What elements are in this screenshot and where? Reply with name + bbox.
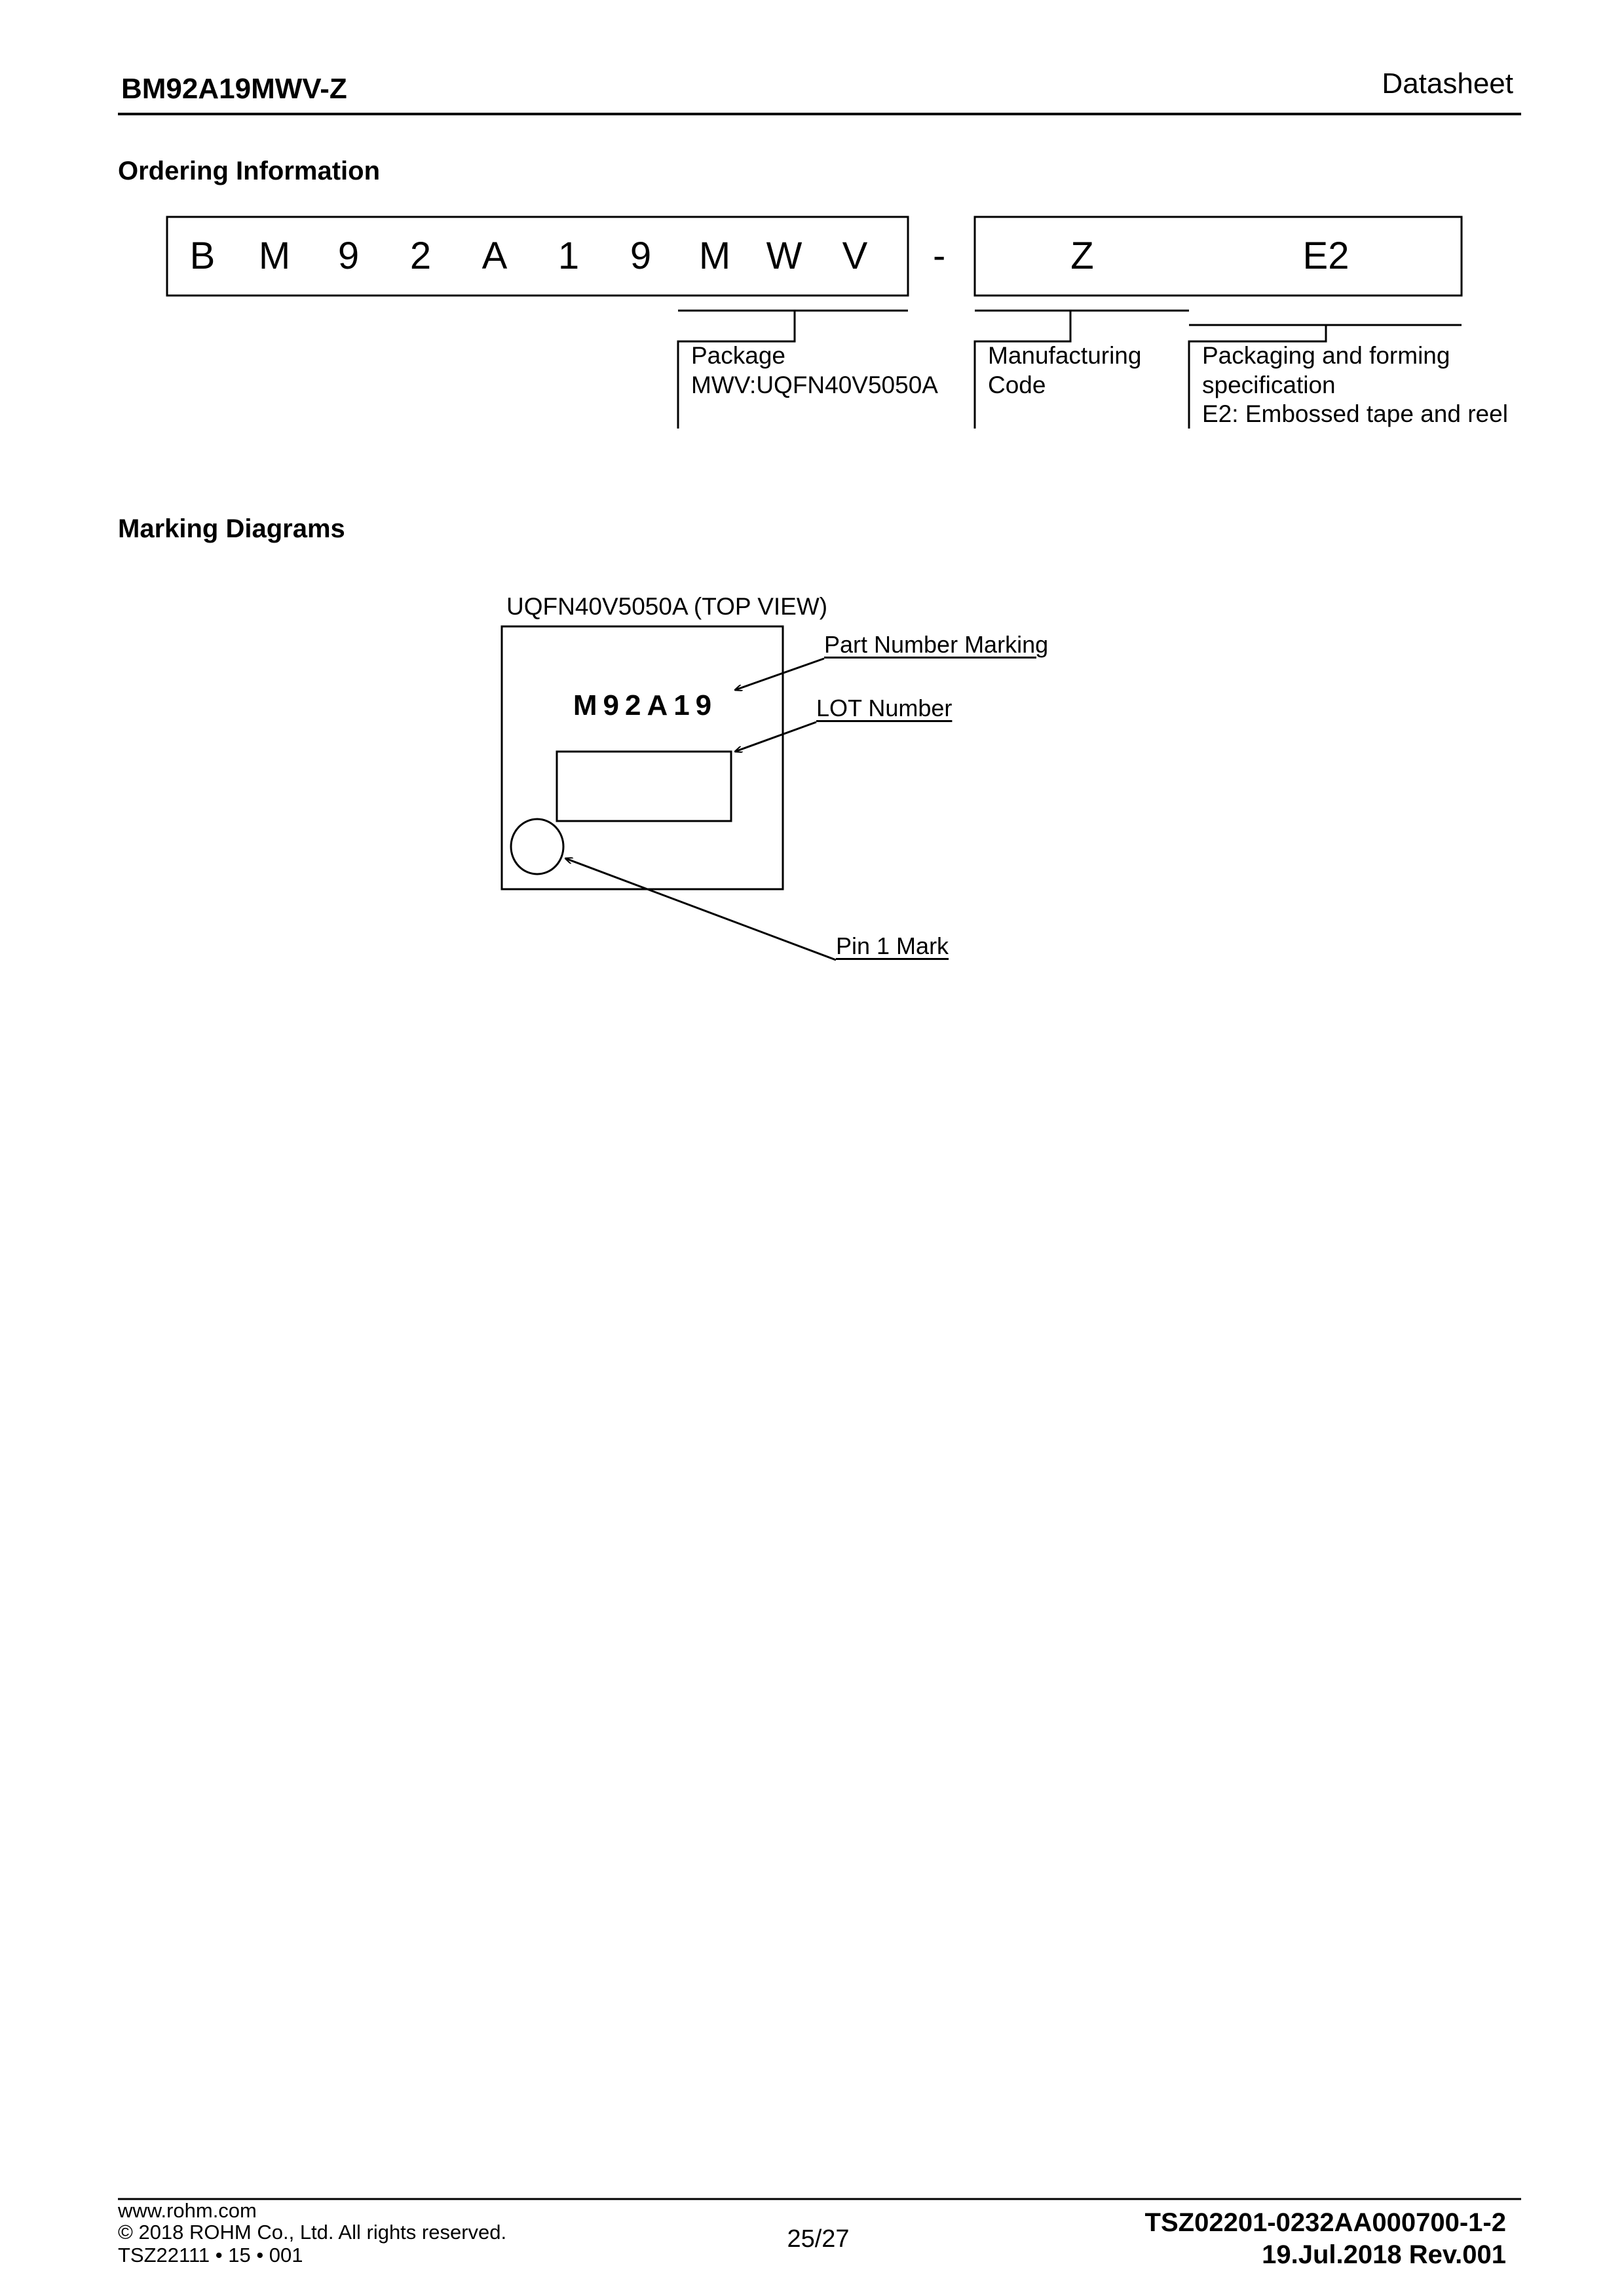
package-view-label: UQFN40V5050A (TOP VIEW) xyxy=(506,593,828,620)
part-char: W xyxy=(766,235,803,277)
package-outline xyxy=(500,625,784,890)
part-number-marking-label: Part Number Marking xyxy=(824,631,1049,658)
part-char: V xyxy=(842,235,868,277)
part-char: M xyxy=(698,235,731,277)
suffix-box xyxy=(973,216,1463,297)
part-char: 9 xyxy=(337,235,360,277)
doc-number: TSZ02201-0232AA000700-1-2 xyxy=(1144,2208,1506,2237)
part-char: M xyxy=(258,235,291,277)
part-dash: - xyxy=(933,235,946,277)
manufacturing-label: Manufacturing xyxy=(988,342,1142,369)
pin1-mark-circle xyxy=(510,818,565,875)
packaging-label-2: specification xyxy=(1202,372,1336,398)
packaging-e2: E2: Embossed tape and reel xyxy=(1202,400,1508,427)
pin1-mark-label: Pin 1 Mark xyxy=(836,932,949,959)
part-char: B xyxy=(189,235,216,277)
manufacturing-bracket xyxy=(973,309,1189,429)
page-number: 25/27 xyxy=(787,2225,850,2253)
footer-website: www.rohm.com xyxy=(118,2199,257,2222)
footer-copyright: © 2018 ROHM Co., Ltd. All rights reserve… xyxy=(118,2221,507,2244)
lot-number-area xyxy=(556,750,732,822)
pin1-arrow xyxy=(565,858,837,961)
package-label: Package xyxy=(691,342,785,369)
part-char: 9 xyxy=(630,235,652,277)
footer-form-code: TSZ22111 • 15 • 001 xyxy=(118,2244,303,2267)
package-value: MWV:UQFN40V5050A xyxy=(691,372,938,398)
part-marking-text: M92A19 xyxy=(573,689,718,721)
part-number-box xyxy=(166,216,909,297)
suffix-char: Z xyxy=(1070,235,1094,277)
header-part-number: BM92A19MWV-Z xyxy=(121,73,347,105)
part-number-arrow xyxy=(735,657,825,690)
part-char: 1 xyxy=(557,235,580,277)
packaging-bracket xyxy=(1188,324,1462,429)
part-char: A xyxy=(482,235,508,277)
revision: 19.Jul.2018 Rev.001 xyxy=(1262,2240,1506,2269)
header-doc-type: Datasheet xyxy=(1382,67,1513,100)
lot-number-arrow xyxy=(735,721,817,752)
part-char: 2 xyxy=(409,235,432,277)
packaging-label: Packaging and forming xyxy=(1202,342,1450,369)
lot-number-label: LOT Number xyxy=(816,695,953,721)
package-bracket xyxy=(677,309,908,429)
ordering-title: Ordering Information xyxy=(118,157,380,185)
suffix-char: E2 xyxy=(1302,235,1350,277)
marking-title: Marking Diagrams xyxy=(118,514,345,543)
manufacturing-label-2: Code xyxy=(988,372,1046,398)
